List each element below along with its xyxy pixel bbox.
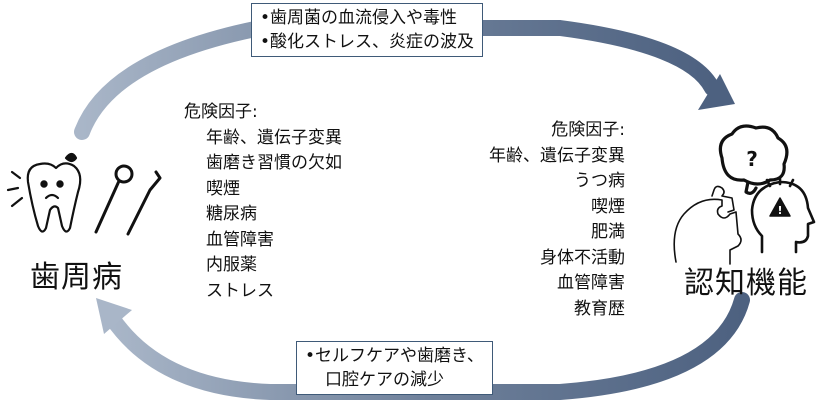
bottom-box-line-2: 口腔ケアの減少: [325, 370, 444, 390]
top-box-line-1: •歯周菌の血流侵入や毒性: [260, 8, 458, 28]
right-risk-factors: 危険因子: 年齢、遺伝子変異 うつ病 喫煙 肥満 身体不活動 血管障害 教育歴: [489, 118, 625, 322]
confused-brain-icon: ?: [718, 124, 789, 195]
left-risk-factor: 年齢、遺伝子変異: [206, 127, 342, 148]
right-risk-factor: 喫煙: [591, 196, 625, 217]
tooth-pain-icon: [6, 152, 82, 233]
svg-text:?: ?: [746, 147, 758, 171]
left-risk-factor: 歯磨き習慣の欠如: [206, 153, 342, 173]
warning-head-icon: !: [750, 175, 816, 254]
bottom-cycle-arrow: [96, 292, 750, 400]
dental-explorer-icon: [126, 170, 162, 236]
left-risk-factor: ストレス: [206, 280, 274, 301]
right-risk-factor: 年齢、遺伝子変異: [489, 145, 625, 166]
puzzle-head-icon: [673, 185, 742, 265]
right-risk-factor: 教育歴: [574, 298, 625, 319]
left-risk-factor: 喫煙: [206, 178, 240, 199]
cognitive-function-label: 認知機能: [684, 266, 808, 301]
bottom-mechanism-box: •セルフケアや歯磨き、 口腔ケアの減少: [296, 341, 493, 395]
right-risk-title: 危険因子:: [551, 120, 625, 140]
left-risk-factor: 内服薬: [206, 255, 257, 275]
periodontal-disease-label: 歯周病: [30, 260, 123, 295]
bottom-box-line-1: •セルフケアや歯磨き、: [305, 346, 484, 366]
top-mechanism-box: •歯周菌の血流侵入や毒性 •酸化ストレス、炎症の波及: [251, 3, 484, 57]
right-risk-factor: 身体不活動: [540, 247, 625, 268]
left-risk-factor: 血管障害: [206, 229, 274, 250]
right-risk-factor: うつ病: [574, 171, 625, 191]
left-risk-title: 危険因子:: [184, 102, 258, 122]
top-box-line-2: •酸化ストレス、炎症の波及: [260, 32, 475, 52]
svg-text:!: !: [777, 204, 782, 217]
right-risk-factor: 肥満: [591, 222, 625, 242]
right-risk-factor: 血管障害: [557, 273, 625, 293]
dental-mirror-icon: [94, 164, 134, 234]
left-risk-factor: 糖尿病: [206, 204, 257, 224]
left-risk-factors: 危険因子: 年齢、遺伝子変異 歯磨き習慣の欠如 喫煙 糖尿病 血管障害 内服薬 …: [184, 100, 342, 304]
